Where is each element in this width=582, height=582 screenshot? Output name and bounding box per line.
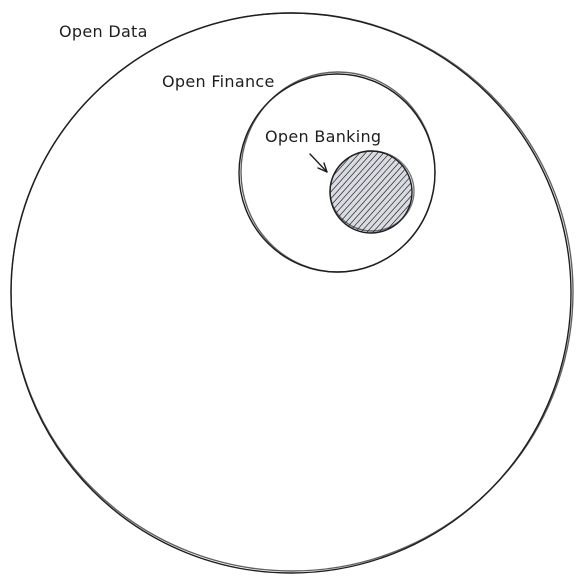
hatch-line <box>377 151 412 233</box>
hatch-line <box>359 151 412 233</box>
hatch-line <box>365 151 412 233</box>
hatch-line <box>414 148 496 240</box>
hatch-line <box>353 151 412 233</box>
hatch-line <box>246 148 328 240</box>
hatch-line <box>330 151 395 233</box>
hatch-line <box>240 148 322 240</box>
open-finance-circle[interactable] <box>238 71 436 273</box>
open-finance-label: Open Finance <box>162 72 275 91</box>
open-data-circle[interactable] <box>10 12 574 574</box>
open-data-label: Open Data <box>59 22 148 41</box>
hatch-line <box>330 151 389 233</box>
hatch-line <box>330 151 383 233</box>
arrow-icon <box>309 153 328 173</box>
hatch-line <box>330 151 365 233</box>
hatch-line <box>330 151 371 233</box>
hatch-line <box>330 151 377 233</box>
open-banking-label: Open Banking <box>265 127 381 146</box>
hatch-line <box>330 151 335 233</box>
hatch-line <box>347 151 412 233</box>
hatch-line <box>330 151 359 233</box>
hatch-line <box>371 151 412 233</box>
open-banking-circle[interactable] <box>240 148 502 240</box>
hatch-line <box>330 151 341 233</box>
